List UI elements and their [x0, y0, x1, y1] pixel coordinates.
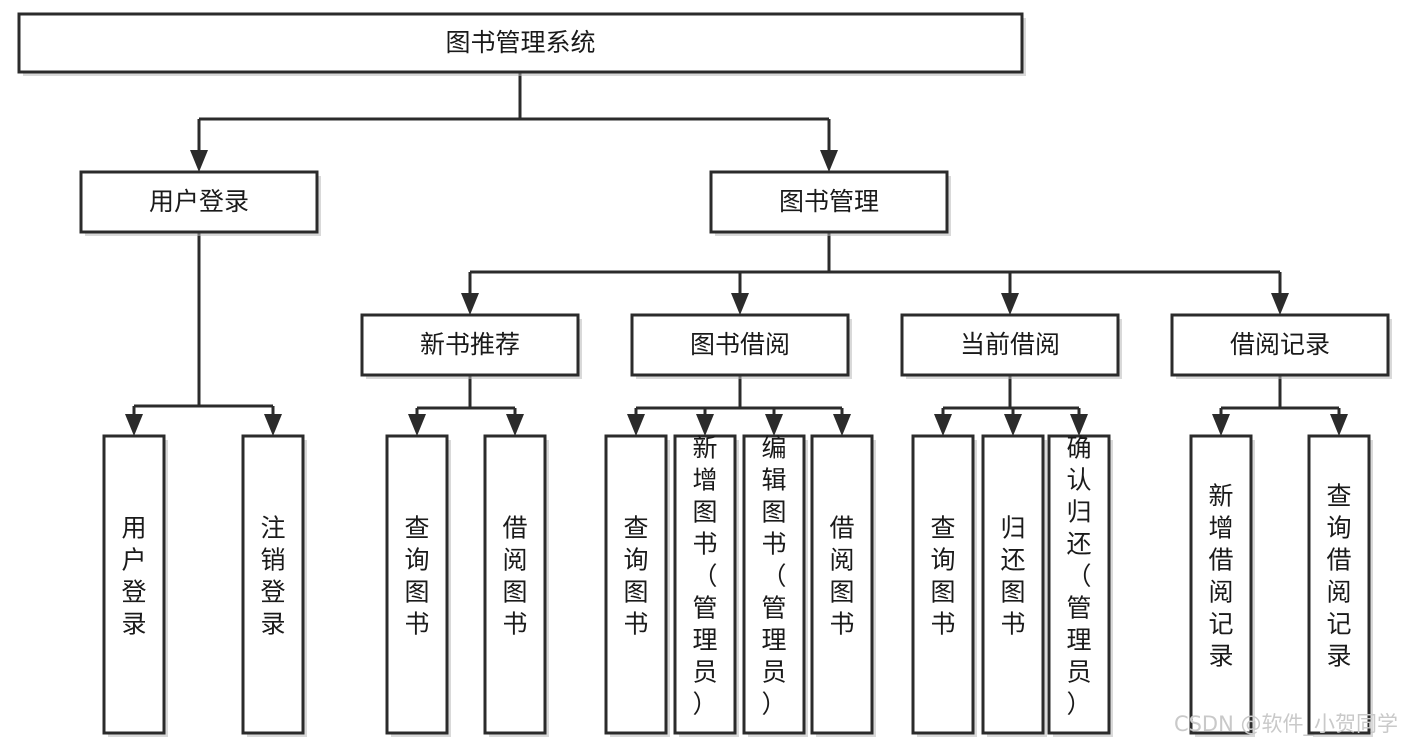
node-leaf-return-book[interactable]: 归还图书	[981, 434, 1047, 737]
node-new-book-recommend[interactable]: 新书推荐	[360, 313, 582, 379]
connector-layer	[125, 72, 1348, 436]
node-label: 借阅记录	[1230, 330, 1330, 359]
node-label: 借阅图书	[502, 514, 527, 639]
node-book-borrow[interactable]: 图书借阅	[630, 313, 852, 379]
node-root[interactable]: 图书管理系统	[17, 12, 1026, 76]
node-borrow-record[interactable]: 借阅记录	[1170, 313, 1392, 379]
node-label: 注销登录	[260, 514, 285, 639]
node-label: 查询图书	[623, 514, 648, 639]
node-leaf-query-borrow-record[interactable]: 查询借阅记录	[1307, 434, 1373, 737]
node-leaf-borrow-book-1[interactable]: 借阅图书	[483, 434, 549, 737]
node-layer: 图书管理系统用户登录图书管理新书推荐图书借阅当前借阅借阅记录用户登录注销登录查询…	[17, 12, 1392, 738]
node-current-borrow[interactable]: 当前借阅	[900, 313, 1122, 379]
node-label: 新书推荐	[420, 330, 520, 359]
node-leaf-add-borrow-record[interactable]: 新增借阅记录	[1189, 434, 1255, 737]
csdn-watermark: CSDN @软件_小贺同学	[1174, 712, 1398, 737]
node-label: 确认归还（管理员）	[1066, 434, 1091, 719]
node-leaf-edit-book-admin[interactable]: 编辑图书（管理员）	[742, 434, 808, 738]
node-label: 图书借阅	[690, 330, 790, 359]
node-user-login[interactable]: 用户登录	[79, 170, 321, 236]
node-label: 图书管理	[779, 187, 879, 216]
node-leaf-logout[interactable]: 注销登录	[241, 434, 307, 737]
node-label: 用户登录	[121, 514, 146, 639]
node-label: 查询借阅记录	[1326, 482, 1351, 671]
node-leaf-user-login[interactable]: 用户登录	[102, 434, 168, 737]
node-label: 查询图书	[404, 514, 429, 639]
node-book-management[interactable]: 图书管理	[709, 170, 951, 236]
node-label: 新增借阅记录	[1208, 482, 1233, 671]
node-label: 图书管理系统	[445, 28, 595, 57]
node-leaf-query-book-3[interactable]: 查询图书	[911, 434, 977, 737]
node-label: 新增图书（管理员）	[692, 434, 717, 719]
node-label: 归还图书	[1000, 514, 1025, 639]
node-label: 借阅图书	[829, 514, 854, 639]
node-label: 编辑图书（管理员）	[761, 434, 786, 719]
node-leaf-add-book-admin[interactable]: 新增图书（管理员）	[673, 434, 739, 738]
node-leaf-query-book-1[interactable]: 查询图书	[385, 434, 451, 737]
node-leaf-query-book-2[interactable]: 查询图书	[604, 434, 670, 737]
node-leaf-confirm-return-admin[interactable]: 确认归还（管理员）	[1047, 434, 1113, 738]
node-label: 用户登录	[149, 187, 249, 216]
node-label: 查询图书	[930, 514, 955, 639]
node-leaf-borrow-book-2[interactable]: 借阅图书	[810, 434, 876, 737]
node-label: 当前借阅	[960, 330, 1060, 359]
